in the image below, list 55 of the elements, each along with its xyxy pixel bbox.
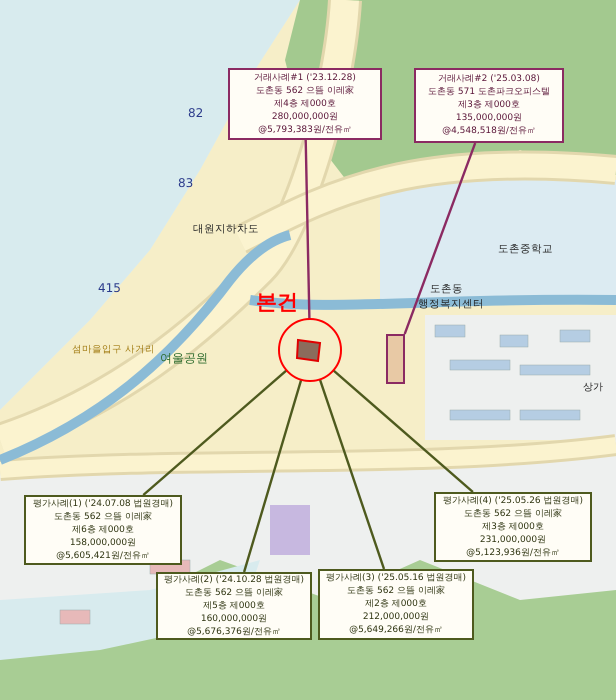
callout-text: 158,000,000원 <box>68 536 138 550</box>
callout-text: 도촌동 562 으뜸 이레家 <box>53 510 153 524</box>
callout-text: @5,605,421원/전유㎡ <box>55 550 151 562</box>
callout-text: @5,676,376원/전유㎡ <box>186 626 282 638</box>
leader-line <box>404 142 476 334</box>
callout-box <box>318 569 474 640</box>
callout-text: 231,000,000원 <box>478 534 548 546</box>
map-label: 상가 <box>583 381 603 394</box>
leader-line <box>332 370 474 493</box>
callout-text: 도촌동 571 도촌파크오피스텔 <box>427 86 551 99</box>
callout-text: 도촌동 562 으뜸 이레家 <box>255 84 355 98</box>
callout-text: 제6층 제000호 <box>71 524 135 536</box>
leader-line <box>318 379 386 570</box>
map-label: 섬마을입구 사거리 <box>72 343 156 356</box>
callout-text: 135,000,000원 <box>454 112 524 125</box>
callout-text: @5,793,383원/전유㎡ <box>257 124 353 136</box>
map-label: 행정복지센터 <box>418 297 484 311</box>
callout-box <box>228 68 382 140</box>
callout-box <box>156 572 312 640</box>
callout-text: @4,548,518원/전유㎡ <box>441 125 537 138</box>
callout-text: 도촌동 562 으뜸 이레家 <box>463 508 563 520</box>
land-parcel <box>386 334 405 384</box>
callout-text: 212,000,000원 <box>362 611 430 624</box>
map-label: 대원지하차도 <box>193 222 259 236</box>
map-label: 83 <box>178 176 194 190</box>
callout-text: 거래사례#1 ('23.12.28) <box>253 72 357 84</box>
callout-box <box>434 492 592 562</box>
callout-text: 평가사례(1) ('24.07.08 법원경매) <box>32 498 174 510</box>
leader-line <box>304 140 311 320</box>
subject-label: 본건 <box>256 290 298 314</box>
callout-text: 평가사례(3) ('25.05.16 법원경매) <box>324 572 468 585</box>
subject-marker <box>256 290 342 382</box>
callout-box <box>24 495 182 565</box>
map-label: 도촌중학교 <box>498 242 553 256</box>
callout-text: 도촌동 562 으뜸 이레家 <box>184 586 284 600</box>
callout-text: 도촌동 562 으뜸 이레家 <box>346 585 446 598</box>
callout-text: 제3층 제000호 <box>481 520 545 534</box>
callout-text: 280,000,000원 <box>270 110 340 124</box>
callout-text: @5,123,936원/전유㎡ <box>465 546 561 560</box>
leader-line <box>142 369 288 496</box>
callout-text: 평가사례(4) ('25.05.26 법원경매) <box>442 494 584 508</box>
map-label: 도촌동 <box>430 282 463 296</box>
map-label: 82 <box>188 106 204 120</box>
callout-text: 제4층 제000호 <box>273 98 337 110</box>
leader-line <box>242 379 302 572</box>
callout-text: @5,649,266원/전유㎡ <box>348 624 444 637</box>
callout-text: 제3층 제000호 <box>457 99 521 112</box>
callout-text: 제2층 제000호 <box>364 598 428 611</box>
callout-text: 평가사례(2) ('24.10.28 법원경매) <box>162 574 306 586</box>
map-label: 415 <box>98 281 121 295</box>
callout-text: 제5층 제000호 <box>202 600 266 612</box>
callout-box <box>414 68 564 143</box>
callout-text: 거래사례#2 ('25.03.08) <box>437 73 541 86</box>
map-label: 여울공원 <box>160 350 208 367</box>
callout-text: 160,000,000원 <box>200 612 268 626</box>
